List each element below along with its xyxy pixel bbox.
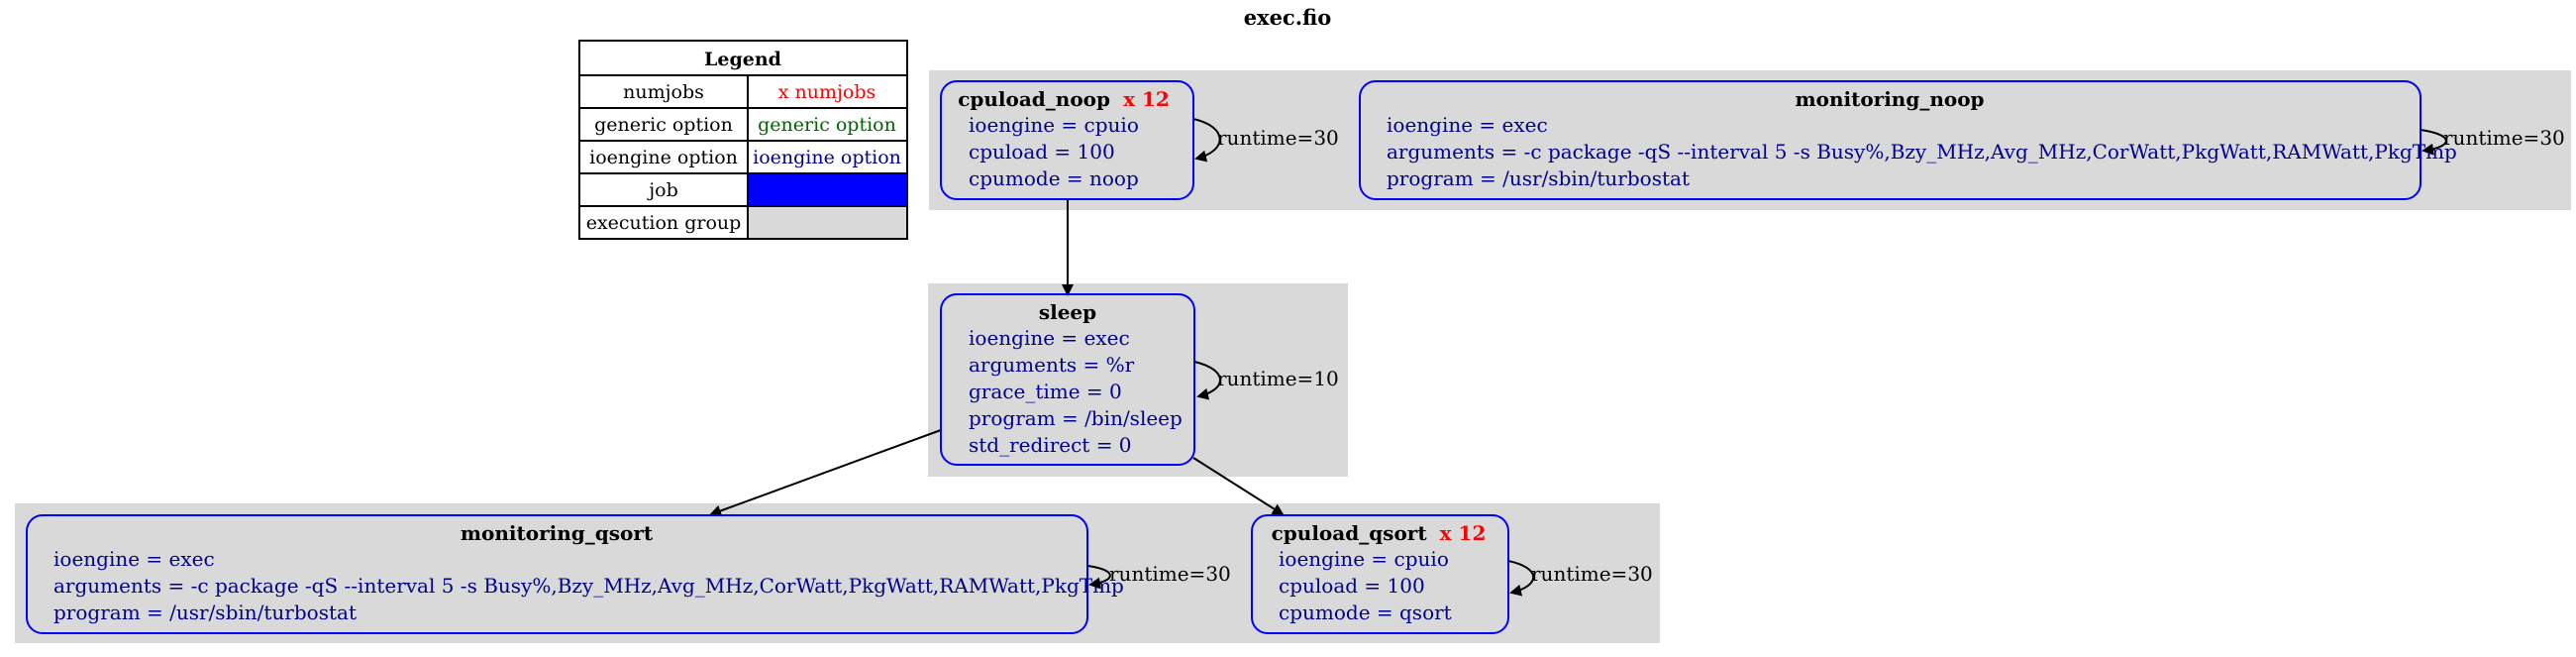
self-loop-edge bbox=[1192, 118, 1221, 163]
job-numjobs: x 12 bbox=[1440, 521, 1487, 545]
legend-title: Legend bbox=[704, 49, 781, 70]
self-loop-edge bbox=[1507, 560, 1535, 597]
job-option: cpuload = 100 bbox=[969, 140, 1115, 164]
job-option: arguments = -c package -qS --interval 5 … bbox=[53, 574, 1124, 598]
legend-key-group: execution group bbox=[586, 212, 742, 234]
job-name: monitoring_qsort bbox=[461, 521, 654, 545]
self-loop-label: runtime=30 bbox=[1109, 562, 1231, 586]
execution-group-sleep bbox=[928, 283, 1348, 477]
self-loop-edge bbox=[2420, 129, 2447, 156]
legend-swatch-group bbox=[747, 205, 908, 240]
self-loop-label: runtime=30 bbox=[1531, 562, 1653, 586]
self-loop-label: runtime=30 bbox=[2443, 126, 2565, 150]
job-option: ioengine = exec bbox=[1387, 113, 1548, 137]
job-name: cpuload_noop bbox=[958, 87, 1110, 111]
legend: Legend numjobs x numjobs generic option … bbox=[578, 40, 908, 240]
job-cpuload-noop: cpuload_noop x 12 ioengine = cpuio cpulo… bbox=[940, 80, 1339, 200]
legend-key-cell-group bbox=[578, 205, 749, 240]
legend-key-ioengine: ioengine option bbox=[589, 147, 738, 168]
job-option: program = /bin/sleep bbox=[969, 406, 1183, 430]
execution-group-noop bbox=[929, 70, 2571, 210]
job-box bbox=[940, 293, 1195, 466]
job-option: ioengine = cpuio bbox=[1279, 547, 1449, 571]
job-option: std_redirect = 0 bbox=[969, 433, 1132, 457]
edge-sleep-to-cpuload-qsort bbox=[1192, 457, 1285, 516]
job-option: cpuload = 100 bbox=[1279, 574, 1425, 598]
job-option: arguments = %r bbox=[969, 353, 1135, 377]
self-loop-edge bbox=[1086, 565, 1111, 590]
self-loop-edge bbox=[1193, 361, 1221, 400]
legend-swatch-job bbox=[747, 172, 908, 207]
self-loop-label: runtime=30 bbox=[1217, 126, 1339, 150]
legend-value-generic: generic option bbox=[758, 114, 896, 136]
job-name: cpuload_qsort bbox=[1272, 521, 1428, 545]
job-name: sleep bbox=[1039, 300, 1096, 324]
job-option: arguments = -c package -qS --interval 5 … bbox=[1387, 140, 2457, 164]
job-numjobs: x 12 bbox=[1123, 87, 1170, 111]
legend-key-generic: generic option bbox=[594, 114, 733, 136]
job-option: grace_time = 0 bbox=[969, 380, 1122, 403]
job-option: ioengine = exec bbox=[53, 547, 215, 571]
job-option: program = /usr/sbin/turbostat bbox=[1387, 166, 1690, 190]
job-sleep: sleep ioengine = exec arguments = %r gra… bbox=[940, 293, 1339, 466]
job-cpuload-qsort: cpuload_qsort x 12 ioengine = cpuio cpul… bbox=[1251, 514, 1653, 634]
legend-key-cell-ioengine bbox=[578, 140, 749, 174]
job-option: cpumode = qsort bbox=[1279, 601, 1452, 624]
legend-value-numjobs: x numjobs bbox=[778, 81, 876, 103]
legend-key-cell-job bbox=[578, 172, 749, 207]
job-monitoring-qsort: monitoring_qsort ioengine = exec argumen… bbox=[26, 514, 1231, 634]
job-title: cpuload_noop x 12 bbox=[958, 87, 1170, 111]
job-box bbox=[940, 80, 1194, 200]
job-box bbox=[1359, 80, 2421, 200]
job-option: ioengine = cpuio bbox=[969, 113, 1139, 137]
self-loop-label: runtime=10 bbox=[1217, 367, 1339, 390]
job-name: monitoring_noop bbox=[1795, 87, 1984, 111]
legend-title-cell bbox=[578, 40, 908, 76]
legend-key-job: job bbox=[647, 179, 678, 201]
diagram-title: exec.fio bbox=[1244, 5, 1332, 30]
job-option: program = /usr/sbin/turbostat bbox=[53, 601, 357, 624]
legend-value-ioengine: ioengine option bbox=[753, 147, 901, 168]
edge-sleep-to-monitoring-qsort bbox=[709, 429, 942, 517]
execution-group-qsort bbox=[15, 503, 1660, 643]
job-title: cpuload_qsort x 12 bbox=[1272, 521, 1487, 545]
job-option: cpumode = noop bbox=[969, 166, 1139, 190]
job-option: ioengine = exec bbox=[969, 326, 1130, 350]
legend-key-numjobs: numjobs bbox=[623, 81, 704, 103]
job-monitoring-noop: monitoring_noop ioengine = exec argument… bbox=[1359, 80, 2565, 200]
job-box bbox=[1251, 514, 1509, 634]
job-box bbox=[26, 514, 1088, 634]
